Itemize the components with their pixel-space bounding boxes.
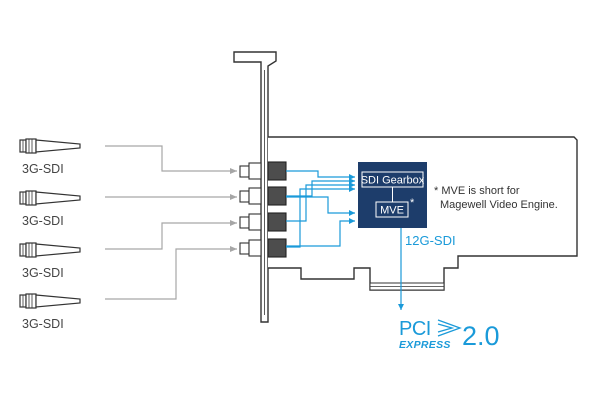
input-arrow-4 bbox=[105, 246, 237, 300]
input-label-3: 3G-SDI bbox=[22, 266, 64, 280]
bnc-port-1 bbox=[239, 161, 287, 181]
mve-asterisk: * bbox=[410, 197, 415, 209]
input-label-1: 3G-SDI bbox=[22, 162, 64, 176]
route-line-1 bbox=[286, 170, 355, 180]
sdi-cable-2 bbox=[19, 190, 81, 206]
route-line-4 bbox=[286, 186, 355, 248]
route-line-3 bbox=[286, 182, 355, 222]
pci-logo-express: EXPRESS bbox=[399, 339, 451, 351]
input-label-2: 3G-SDI bbox=[22, 214, 64, 228]
footnote-line-1: * MVE is short for bbox=[434, 185, 520, 197]
sdi-cable-3 bbox=[19, 242, 81, 258]
mve-box bbox=[375, 201, 409, 218]
bnc-port-3 bbox=[239, 212, 287, 232]
input-label-4: 3G-SDI bbox=[22, 317, 64, 331]
pci-logo-word: PCI bbox=[399, 318, 431, 340]
bnc-port-2 bbox=[239, 186, 287, 206]
footnote-line-2: Magewell Video Engine. bbox=[440, 199, 558, 211]
output-line-upper bbox=[286, 196, 355, 216]
bnc-port-4 bbox=[239, 238, 287, 258]
pci-logo-version: 2.0 bbox=[462, 321, 500, 351]
pci-express-logo: PCI EXPRESS 2.0 bbox=[399, 318, 500, 351]
bus-speed-label: 12G-SDI bbox=[405, 233, 456, 248]
sdi-cable-1 bbox=[19, 138, 81, 154]
output-line-lower bbox=[286, 218, 355, 247]
mounting-bracket bbox=[233, 51, 277, 323]
sdi-gearbox-label: SDI Gearbox bbox=[361, 175, 425, 187]
input-arrow-3 bbox=[105, 220, 237, 250]
sdi-cable-4 bbox=[19, 293, 81, 309]
pci-logo-chevrons-icon bbox=[437, 319, 462, 337]
input-arrow-1 bbox=[105, 145, 237, 174]
mve-label: MVE bbox=[380, 205, 404, 217]
